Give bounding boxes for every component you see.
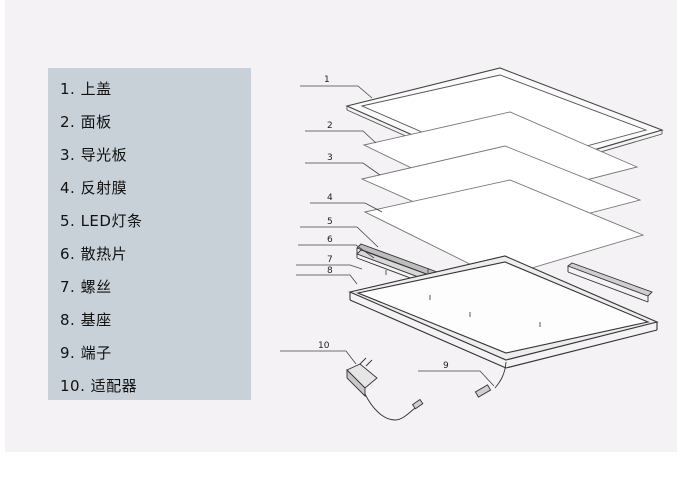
screw-marks <box>385 268 541 327</box>
parts-legend: 1. 上盖 2. 面板 3. 导光板 4. 反射膜 5. LED灯条 6. 散热… <box>48 68 251 400</box>
legend-item-10: 10. 适配器 <box>60 377 138 395</box>
legend-item-4: 4. 反射膜 <box>60 179 128 197</box>
legend-item-2: 2. 面板 <box>60 113 112 131</box>
callout-8: 8 <box>327 266 333 276</box>
reflective-film <box>363 179 645 279</box>
legend-item-5: 5. LED灯条 <box>60 212 143 230</box>
power-adapter <box>346 357 424 421</box>
legend-item-3: 3. 导光板 <box>60 146 128 164</box>
terminal-connector <box>474 361 507 398</box>
leader-lines <box>280 85 495 387</box>
callout-4: 4 <box>327 193 333 203</box>
legend-item-6: 6. 散热片 <box>60 245 128 263</box>
callout-9: 9 <box>443 361 449 371</box>
callout-2: 2 <box>327 121 333 131</box>
callout-1: 1 <box>324 75 330 85</box>
legend-item-1: 1. 上盖 <box>60 80 112 98</box>
legend-item-9: 9. 端子 <box>60 344 112 362</box>
legend-item-8: 8. 基座 <box>60 311 112 329</box>
base-frame <box>348 255 659 369</box>
callout-6: 6 <box>327 235 333 245</box>
callout-7: 7 <box>327 255 333 265</box>
callout-10: 10 <box>318 341 330 351</box>
callout-3: 3 <box>327 153 333 163</box>
legend-item-7: 7. 螺丝 <box>60 278 112 296</box>
side-rail <box>567 262 653 303</box>
callout-5: 5 <box>327 217 333 227</box>
